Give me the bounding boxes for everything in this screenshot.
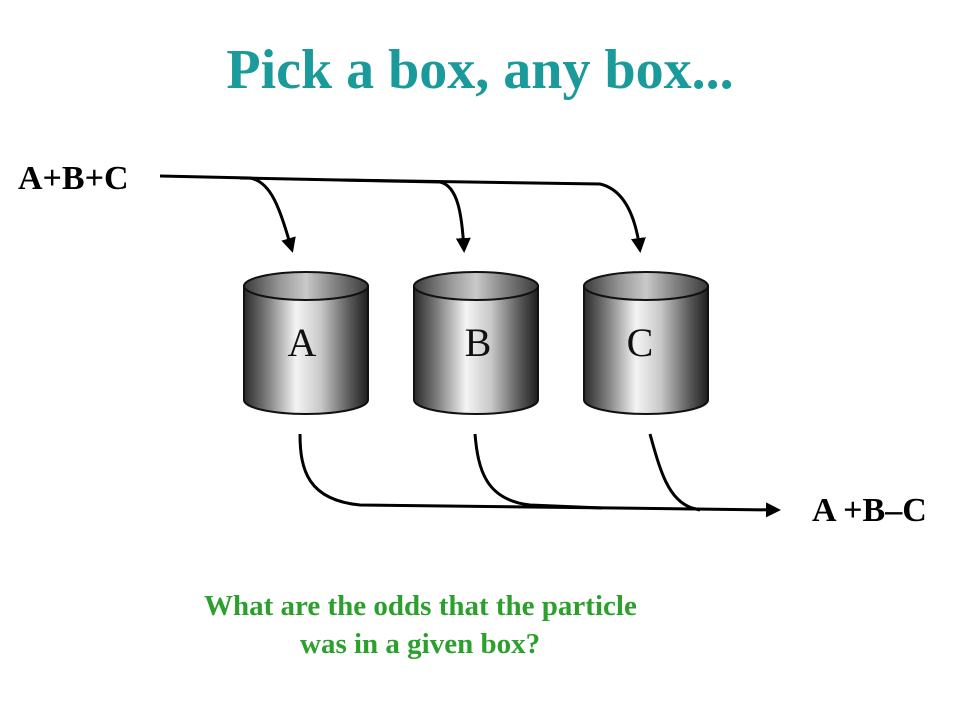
slide-title: Pick a box, any box... (226, 39, 734, 101)
box-c-label: C (627, 320, 654, 365)
incoming-arrows (159, 174, 646, 253)
arrow-from-box-c (648, 433, 701, 512)
box-c: C (583, 271, 709, 415)
box-a-label: A (288, 320, 317, 365)
box-b-label: B (465, 320, 492, 365)
box-a: A (243, 271, 369, 415)
arrow-to-box-c (339, 178, 646, 253)
arrow-to-box-a (159, 174, 296, 253)
arrow-from-box-a (298, 433, 781, 518)
output-state-label: A +B–C (812, 492, 927, 529)
arrow-to-box-b (239, 176, 471, 253)
arrow-from-box-b (473, 433, 603, 510)
outgoing-arrows (298, 433, 781, 518)
input-state-label: A+B+C (18, 160, 129, 197)
question-line-2: was in a given box? (300, 628, 541, 660)
box-b: B (413, 271, 539, 415)
question-line-1: What are the odds that the particle (204, 590, 637, 622)
